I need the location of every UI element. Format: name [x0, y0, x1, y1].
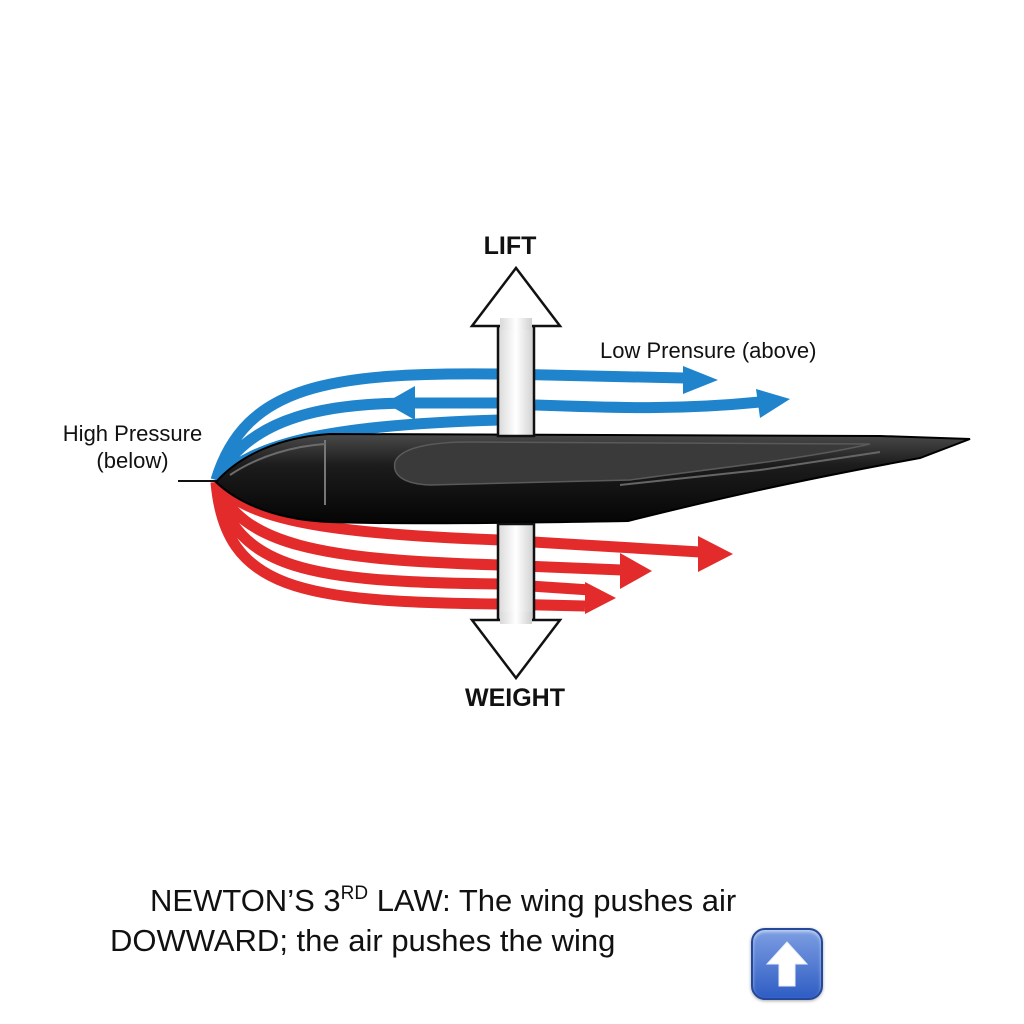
weight-arrow [469, 522, 563, 681]
caption-line-2: DOWWARD; the air pushes the wing [110, 923, 616, 958]
airflow-above-arrowhead-2 [385, 386, 415, 420]
airflow-below-line-2 [210, 479, 623, 576]
airflow-below-arrowhead-1 [698, 536, 733, 572]
airflow-below-line-3 [210, 480, 591, 596]
wing-body [214, 432, 971, 525]
airflow-above-arrowhead-3 [756, 389, 790, 418]
nose-highlight [229, 443, 326, 476]
lift-arrow [469, 265, 563, 438]
airflow-above-line-4 [534, 396, 761, 414]
up-arrow-icon [765, 941, 809, 987]
caption-line1-prefix: NEWTON’S 3 [150, 883, 341, 918]
low-pressure-label: Low Prensure (above) [600, 338, 817, 363]
airflow-above-arrowhead-1 [683, 366, 718, 394]
airflow-below-line-1 [211, 478, 701, 558]
high-pressure-label-line1: High Pressure [62, 421, 203, 446]
newton-caption: NEWTON’S 3RD LAW: The wing pushes air DO… [100, 874, 840, 961]
wing-upper-highlight [393, 441, 871, 486]
high-pressure-label-line2: (below) [96, 448, 169, 473]
airflow-below-line-4 [210, 481, 586, 612]
weight-label: WEIGHT [465, 684, 565, 712]
flap-line [619, 451, 881, 486]
airflow-below-arrowhead-2 [620, 553, 652, 589]
airflow-below [210, 478, 701, 612]
caption-line1-suffix: LAW: The wing pushes air [368, 883, 737, 918]
scroll-up-button[interactable] [751, 928, 823, 1000]
caption-line1-sup: RD [340, 883, 369, 904]
airflow-below-arrowhead-3 [585, 582, 616, 614]
caption-line-1: NEWTON’S 3RD LAW: The wing pushes air [100, 874, 840, 921]
airflow-above-line-1 [210, 368, 686, 482]
high-pressure-label: High Pressure (below) [40, 420, 225, 474]
lift-label: LIFT [483, 232, 537, 260]
